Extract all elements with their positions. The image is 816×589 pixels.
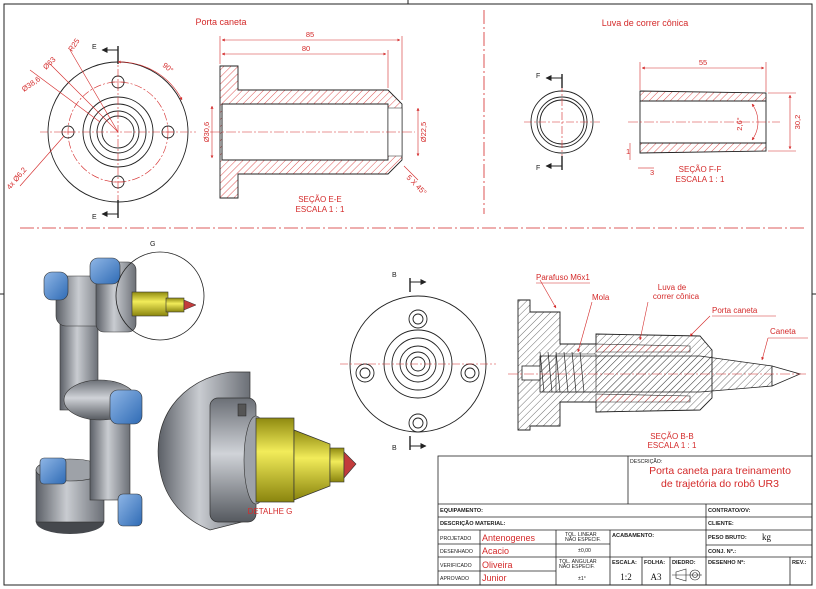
dim-r25: R25 bbox=[66, 37, 81, 53]
dim-d30: Ø30,6 bbox=[202, 122, 211, 142]
tb-conj-caption: CONJ. Nº.: bbox=[708, 549, 736, 555]
luva-section bbox=[628, 90, 780, 154]
tb-role-2-caption: VERIFICADO bbox=[440, 563, 472, 569]
dim-angle-90: 90° bbox=[161, 61, 175, 75]
cut-letter-f-top: F bbox=[536, 73, 540, 80]
dim-55: 55 bbox=[699, 58, 707, 67]
tb-tol-linear-value: ±0,00 bbox=[578, 548, 591, 554]
tb-role-3-name: Junior bbox=[482, 573, 507, 583]
cut-letter-b-bottom: B bbox=[392, 445, 397, 452]
tb-role-0-name: Antenogenes bbox=[482, 533, 536, 543]
cut-letter-e-top: E bbox=[92, 44, 97, 51]
tb-material-caption: DESCRIÇÃO MATERIAL: bbox=[440, 520, 506, 527]
tb-tol-angular-line2: NÃO ESPECIF. bbox=[559, 563, 595, 570]
tb-equipamento-caption: EQUIPAMENTO: bbox=[440, 508, 483, 514]
cut-letter-b-top: B bbox=[392, 272, 397, 279]
detail-g-view: DETALHE G bbox=[157, 371, 357, 531]
callout-luva-line1: Luva de bbox=[658, 283, 687, 292]
tb-tol-angular-line1: TOL. ANGULAR bbox=[559, 559, 597, 565]
first-angle-projection-icon bbox=[672, 568, 702, 582]
dim-d22: Ø22,5 bbox=[419, 122, 428, 142]
tb-tol-linear-line1: TOL. LINEAR bbox=[565, 532, 597, 538]
tb-role-1-name: Acacio bbox=[482, 546, 509, 556]
cut-letter-e-bottom: E bbox=[92, 214, 97, 221]
tb-descricao-line2: de trajetória do robô UR3 bbox=[661, 478, 779, 490]
tb-tol-angular-value: ±1° bbox=[578, 576, 586, 582]
flange-front-view bbox=[40, 55, 196, 210]
section-b-scale: ESCALA 1 : 1 bbox=[648, 441, 697, 450]
robot-isometric-view: G bbox=[35, 241, 205, 534]
tb-role-3-caption: APROVADO bbox=[440, 576, 469, 582]
tb-role-0-caption: PROJETADO bbox=[440, 536, 471, 542]
callout-porta-caneta: Porta caneta bbox=[712, 306, 758, 315]
section-e-dimensions bbox=[210, 36, 420, 181]
dim-holes: 4x Ø6,2 bbox=[5, 165, 29, 191]
luva-title: Luva de correr cônica bbox=[602, 18, 689, 28]
dim-luva-1: 1 bbox=[626, 147, 630, 156]
tb-peso-unit: kg bbox=[762, 532, 772, 542]
tb-escala-value: 1:2 bbox=[620, 572, 632, 582]
cut-letter-f-bottom: F bbox=[536, 165, 540, 172]
section-f-dimensions bbox=[629, 62, 796, 169]
tb-roles: PROJETADO Antenogenes DESENHADO Acacio V… bbox=[440, 533, 536, 583]
dim-luva-3: 3 bbox=[650, 168, 654, 177]
callout-mola: Mola bbox=[592, 293, 610, 302]
cut-line-f: F F bbox=[536, 73, 563, 172]
title-block bbox=[437, 455, 813, 586]
tb-contrato-caption: CONTRATO/OV: bbox=[708, 508, 751, 514]
tb-peso-caption: PESO BRUTO: bbox=[708, 535, 747, 541]
dim-chamfer: 5 X 45° bbox=[405, 173, 429, 197]
porta-caneta-section bbox=[210, 65, 415, 199]
flange-dimensions bbox=[19, 49, 183, 187]
assembly-section bbox=[508, 299, 808, 431]
detail-g-label: DETALHE G bbox=[248, 507, 293, 516]
dim-d38: Ø38,6 bbox=[20, 75, 42, 94]
tb-acabamento-caption: ACABAMENTO: bbox=[612, 533, 654, 539]
luva-front-view bbox=[524, 84, 600, 160]
porta-caneta-views: Porta caneta E E bbox=[5, 17, 429, 221]
tb-role-2-name: Oliveira bbox=[482, 560, 513, 570]
section-f-label: SEÇÃO F-F bbox=[679, 165, 722, 174]
cut-line-e: E E bbox=[92, 44, 119, 221]
tb-descricao-line1: Porta caneta para treinamento bbox=[649, 465, 791, 477]
tb-folha-value: A3 bbox=[651, 572, 662, 582]
section-f-scale: ESCALA 1 : 1 bbox=[676, 175, 725, 184]
porta-caneta-title: Porta caneta bbox=[195, 17, 246, 27]
callout-caneta: Caneta bbox=[770, 327, 796, 336]
cut-line-b: B B bbox=[392, 272, 427, 452]
tb-desenho-caption: DESENHO Nº: bbox=[708, 560, 745, 566]
tb-folha-caption: FOLHA: bbox=[644, 560, 665, 566]
detail-ref-letter: G bbox=[150, 241, 155, 248]
callout-luva-line2: correr cônica bbox=[653, 292, 700, 301]
tb-diedro-caption: DIEDRO: bbox=[672, 560, 696, 566]
callout-parafuso: Parafuso M6x1 bbox=[536, 273, 590, 282]
tb-escala-caption: ESCALA: bbox=[612, 560, 637, 566]
dim-85: 85 bbox=[306, 30, 314, 39]
section-e-scale: ESCALA 1 : 1 bbox=[296, 205, 345, 214]
tb-descricao-caption: DESCRIÇÃO: bbox=[630, 458, 662, 465]
tb-cliente-caption: CLIENTE: bbox=[708, 521, 734, 527]
section-e-label: SEÇÃO E-E bbox=[298, 195, 342, 204]
dim-luva-angle: 2,6° bbox=[735, 117, 744, 130]
dim-80: 80 bbox=[302, 44, 310, 53]
tb-role-1-caption: DESENHADO bbox=[440, 549, 473, 555]
assembly-front-view bbox=[340, 295, 496, 433]
luva-views: Luva de correr cônica F F bbox=[524, 18, 802, 184]
section-b-label: SEÇÃO B-B bbox=[650, 432, 694, 441]
tb-tol-linear-line2: NÃO ESPECIF. bbox=[565, 536, 601, 543]
assembly-callouts bbox=[536, 279, 808, 361]
dim-luva-30: 30,2 bbox=[793, 115, 802, 130]
tb-rev-caption: REV.: bbox=[792, 560, 807, 566]
